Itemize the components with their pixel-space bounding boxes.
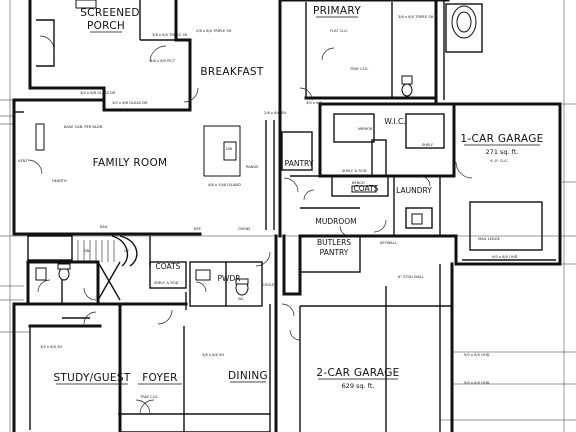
- note-dn: DN: [84, 249, 90, 253]
- room-label-laundry: LAUNDRY: [396, 186, 432, 195]
- note-ovens: OVENS: [238, 227, 251, 231]
- note-primary-door: 3/0 x 6/8: [306, 101, 323, 105]
- note-garage2-door2: 9/0 x 8/0 OHD: [464, 381, 490, 385]
- door-swings: [27, 35, 473, 415]
- room-label-screened: SCREENED: [80, 7, 140, 19]
- note-primary-tray: TRAY CLG.: [349, 67, 369, 71]
- note-porch-header: 2/6 x 6/0 TRIPLE SH: [196, 29, 232, 33]
- note-rail: RAIL: [100, 225, 108, 229]
- note-garage2-door: 9/0 x 8/0 OHD: [464, 353, 490, 357]
- note-pwdr-wc: WC: [238, 297, 245, 301]
- room-label-coats-upper: COATS: [354, 184, 379, 193]
- room-label-family: FAMILY ROOM: [93, 157, 168, 169]
- note-stud-wall: 6" STUD WALL: [398, 275, 424, 279]
- room-label-pwdr: PWDR: [218, 274, 241, 283]
- room-label-primary: PRIMARY: [313, 5, 361, 17]
- note-garage1-clg: 9'-0" CLG.: [490, 159, 508, 163]
- note-primary-flat: FLAT CLG.: [330, 29, 348, 33]
- note-coats-shelf: SHELF & ROD: [154, 281, 179, 285]
- fixtures: [35, 0, 477, 296]
- stair: [77, 240, 115, 262]
- note-cooler: COOLER: [262, 283, 277, 287]
- note-dining-window: 3/6 x 6/0 SH: [202, 353, 224, 357]
- note-breakfast-window: 3/6 x 6/0 TRIPLE SH: [152, 33, 188, 37]
- note-primary-triple: 3/6 x 6/0 TRIPLE SH: [398, 15, 434, 19]
- note-bay-window: 2/6 x 6/0 SH: [264, 111, 286, 115]
- sink-icon-2: [195, 269, 211, 281]
- room-label-study: STUDY/GUEST: [53, 372, 130, 384]
- sink-icon: [35, 267, 47, 281]
- note-porch-pict: 3/8 x 6/0 PICT: [150, 59, 176, 63]
- note-wic: SHELF & ROD: [342, 169, 367, 173]
- note-island: 4/8 x 10/8 ISLAND: [208, 183, 241, 187]
- note-range: RANGE: [246, 165, 259, 169]
- note-up: UP: [124, 249, 130, 253]
- room-label-foyer: FOYER: [142, 372, 178, 384]
- note-bench: BENCH: [352, 181, 365, 185]
- note-garage1-door: 9/0 x 8/0 OHD: [492, 255, 518, 259]
- toilet-icon-pwdr: [58, 267, 70, 281]
- note-mail-ledge: MAIL LEDGE: [478, 237, 501, 241]
- room-label-breakfast: BREAKFAST: [200, 66, 264, 78]
- note-breakfast-dr: 3/0 x 6/8 GLASS DR: [112, 101, 148, 105]
- note-hearth: HEARTH: [52, 179, 67, 183]
- room-label-coats-lower: COATS: [156, 262, 181, 271]
- note-family-cab: BASE CAB. PER BLDR.: [64, 125, 103, 129]
- room-label-mudroom: MUDROOM: [315, 217, 356, 226]
- room-label-butlers: BUTLERS: [317, 238, 351, 247]
- note-family-vent: VENT: [18, 159, 28, 163]
- room-labels: SCREENED PORCH BREAKFAST PRIMARY FAMILY …: [53, 5, 543, 390]
- note-keywall: KEYWALL: [380, 241, 397, 245]
- room-label-dining: DINING: [228, 370, 268, 382]
- room-label-garage1: 1-CAR GARAGE: [460, 133, 543, 145]
- room-label-garage2: 2-CAR GARAGE: [316, 367, 399, 379]
- toilet-icon: [401, 75, 413, 85]
- room-area-garage1: 271 sq. ft.: [486, 148, 519, 156]
- room-label-pantry2: PANTRY: [320, 248, 349, 257]
- annotations: 2/6 x 6/0 TRIPLE SH 3/8 x 6/0 PICT 3/0 x…: [18, 15, 518, 399]
- note-ref: REF.: [194, 227, 201, 231]
- note-shelf: SHELF: [422, 143, 433, 147]
- note-study-window: 3/0 x 6/0 SH: [40, 345, 62, 349]
- note-porch-glass: 3/0 x 6/8 GLASS DR: [80, 91, 116, 95]
- note-foyer-clg: TRAY CLG.: [139, 395, 159, 399]
- room-label-pantry: PANTRY: [285, 159, 314, 168]
- note-dw: DW: [226, 147, 233, 151]
- note-mirror: MIRROR: [358, 127, 373, 131]
- bench-icon: [351, 185, 377, 193]
- room-label-wic: W.I.C.: [384, 117, 405, 126]
- room-label-porch: PORCH: [87, 20, 125, 32]
- walls: [12, 0, 562, 432]
- room-area-garage2: 629 sq. ft.: [342, 382, 375, 390]
